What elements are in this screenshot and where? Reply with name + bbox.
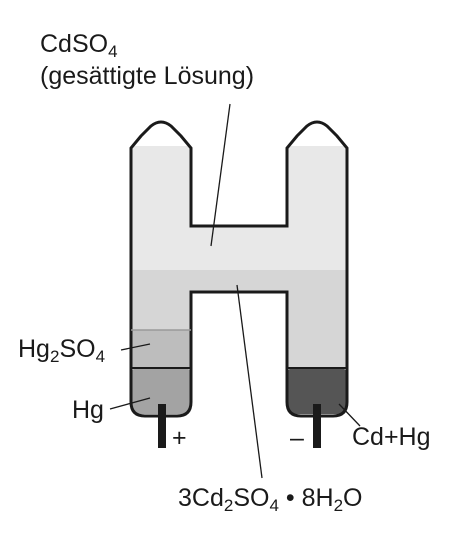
mercury-pool [131, 368, 191, 414]
leader-mercurous-sulfate [120, 343, 151, 351]
solution-crossbar [191, 226, 287, 270]
vessel-contents [131, 146, 347, 414]
crystal-layer-right [287, 270, 347, 368]
hydrate-label: 3Cd2SO4 • 8H2O [178, 484, 363, 515]
right-electrode-wire [313, 404, 321, 448]
mercurous-sulfate-paste [131, 330, 191, 368]
leader-solution [210, 103, 231, 247]
h-vessel-outline [129, 120, 349, 418]
cadmium-amalgam-pool [287, 368, 347, 414]
solution-left-arm [131, 146, 191, 270]
mercurous-sulfate-label: Hg2SO4 [18, 335, 106, 366]
leader-amalgam [338, 403, 361, 427]
leader-hydrate [236, 284, 263, 479]
crystal-layer-cross [191, 270, 287, 292]
cadmium-amalgam-label: Cd+Hg [352, 423, 431, 451]
electrolyte-label: CdSO4 [40, 30, 118, 61]
electrolyte-note: (gesättigte Lösung) [40, 62, 255, 90]
leader-mercury [109, 397, 151, 410]
negative-terminal-sign: – [290, 424, 304, 452]
positive-terminal-sign: + [172, 424, 187, 452]
solution-right-arm [287, 146, 347, 270]
crystal-layer-left [131, 270, 191, 330]
mercury-label: Hg [72, 396, 104, 424]
left-electrode-wire [158, 404, 166, 448]
